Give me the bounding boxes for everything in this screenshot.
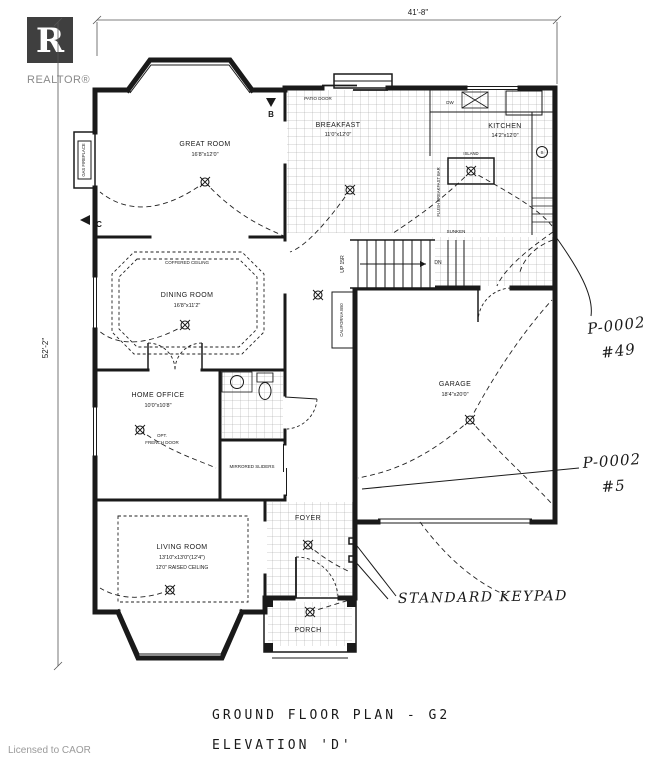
sink-symbol [536, 146, 548, 158]
island [447, 157, 495, 185]
kitchen-size: 14'2"x12'0" [491, 133, 518, 139]
home-office-size: 10'0"x10'8" [144, 403, 171, 409]
living-room-ceiling: 12'0" RAISED CEILING [156, 565, 209, 571]
section-c-triangle [80, 215, 90, 225]
porch-structure [263, 597, 357, 659]
vanity [221, 371, 253, 393]
garage-name: GARAGE [439, 381, 471, 388]
section-b-label: B [268, 110, 274, 119]
section-markers: B C [80, 98, 276, 229]
note2-line1: P-0002 [581, 450, 642, 472]
california-closet: CALIFORNIA B50 [331, 291, 356, 349]
top-width-dimension: 41'-8" [408, 8, 429, 17]
great-room-name: GREAT ROOM [179, 141, 230, 148]
great-room-size: 16'8"x12'0" [191, 152, 218, 158]
section-c-label: C [96, 220, 102, 229]
titles: GROUND FLOOR PLAN - G2 ELEVATION 'D' Lic… [8, 708, 450, 756]
license-text: Licensed to CAOR [8, 745, 91, 756]
keypad-symbols [348, 537, 356, 563]
sink-label: S [540, 150, 543, 155]
stairs-down-label: DN [434, 260, 442, 266]
opt-french-door-line1: OPT. [157, 433, 167, 438]
wiring-arcs [97, 170, 554, 613]
room-labels: GREAT ROOM 16'8"x12'0" BREAKFAST 11'0"x1… [131, 96, 521, 634]
dimension-lines: 41'-8" 52'-2" [41, 8, 562, 671]
doors [147, 73, 532, 599]
logo-letter: R [36, 21, 65, 61]
living-room-name: LIVING ROOM [156, 544, 207, 551]
sunken-label: SUNKEN [447, 229, 466, 234]
breakfast-size: 11'0"x12'0" [325, 132, 352, 138]
gas-fireplace: GAS FIREPLACE [73, 131, 96, 189]
dining-room-size: 16'8"x11'2" [174, 303, 201, 309]
island-label: ISLAND [463, 151, 478, 156]
interior-walls [93, 88, 287, 600]
gas-fireplace-label: GAS FIREPLACE [81, 143, 86, 176]
stairs-up-label: UP 15R [340, 255, 346, 273]
breakfast-name: BREAKFAST [316, 122, 361, 129]
mirrored-sliders-label: MIRRORED SLIDERS [229, 464, 274, 469]
home-office-name: HOME OFFICE [131, 392, 184, 399]
ceiling-outlines [111, 251, 265, 603]
note1-line1: P-0002 [585, 313, 646, 338]
brand-text: REALTOR® [27, 74, 90, 86]
bath-fixtures [221, 371, 274, 400]
opt-french-door-line2: FRENCH DOOR [145, 440, 179, 445]
keypad-note: STANDARD KEYPAD [398, 588, 568, 607]
dishwasher-label: DW [446, 100, 454, 105]
toilet-bowl [258, 382, 272, 400]
porch-name: PORCH [294, 627, 321, 634]
tiled-floors [222, 90, 553, 646]
note1-line2: #49 [600, 340, 637, 362]
kitchen-fixtures: S DW ISLAND FLUSH BREAKFAST BAR [429, 90, 553, 235]
handwritten-annotations: P-0002 #49 P-0002 #5 STANDARD KEYPAD [353, 236, 647, 607]
logo-square [27, 17, 73, 63]
breakfast-bar-label: FLUSH BREAKFAST BAR [436, 167, 441, 216]
stairs: UP 15R SUNKEN DN [340, 229, 466, 289]
section-b-triangle [266, 98, 276, 107]
coffered-ceiling-label: COFFERED CEILING [165, 260, 210, 265]
living-room-size: 13'10"x13'0"(12'4") [159, 555, 205, 561]
left-height-dimension: 52'-2" [41, 338, 50, 359]
fridge [505, 90, 543, 116]
california-closet-label: CALIFORNIA B50 [339, 303, 344, 337]
garage-size: 18'4"x20'0" [441, 392, 468, 398]
light-symbols [134, 165, 477, 618]
plan-title-line1: GROUND FLOOR PLAN - G2 [212, 708, 450, 723]
patio-door-label: PATIO DOOR [304, 96, 332, 101]
realtor-logo: R REALTOR® [27, 17, 90, 86]
kitchen-name: KITCHEN [488, 123, 522, 130]
note2-line2: #5 [601, 476, 626, 496]
cooktop [461, 91, 489, 109]
foyer-name: FOYER [295, 515, 321, 522]
sink-basin [230, 375, 244, 389]
dining-room-name: DINING ROOM [161, 292, 214, 299]
plan-title-line2: ELEVATION 'D' [212, 738, 353, 753]
